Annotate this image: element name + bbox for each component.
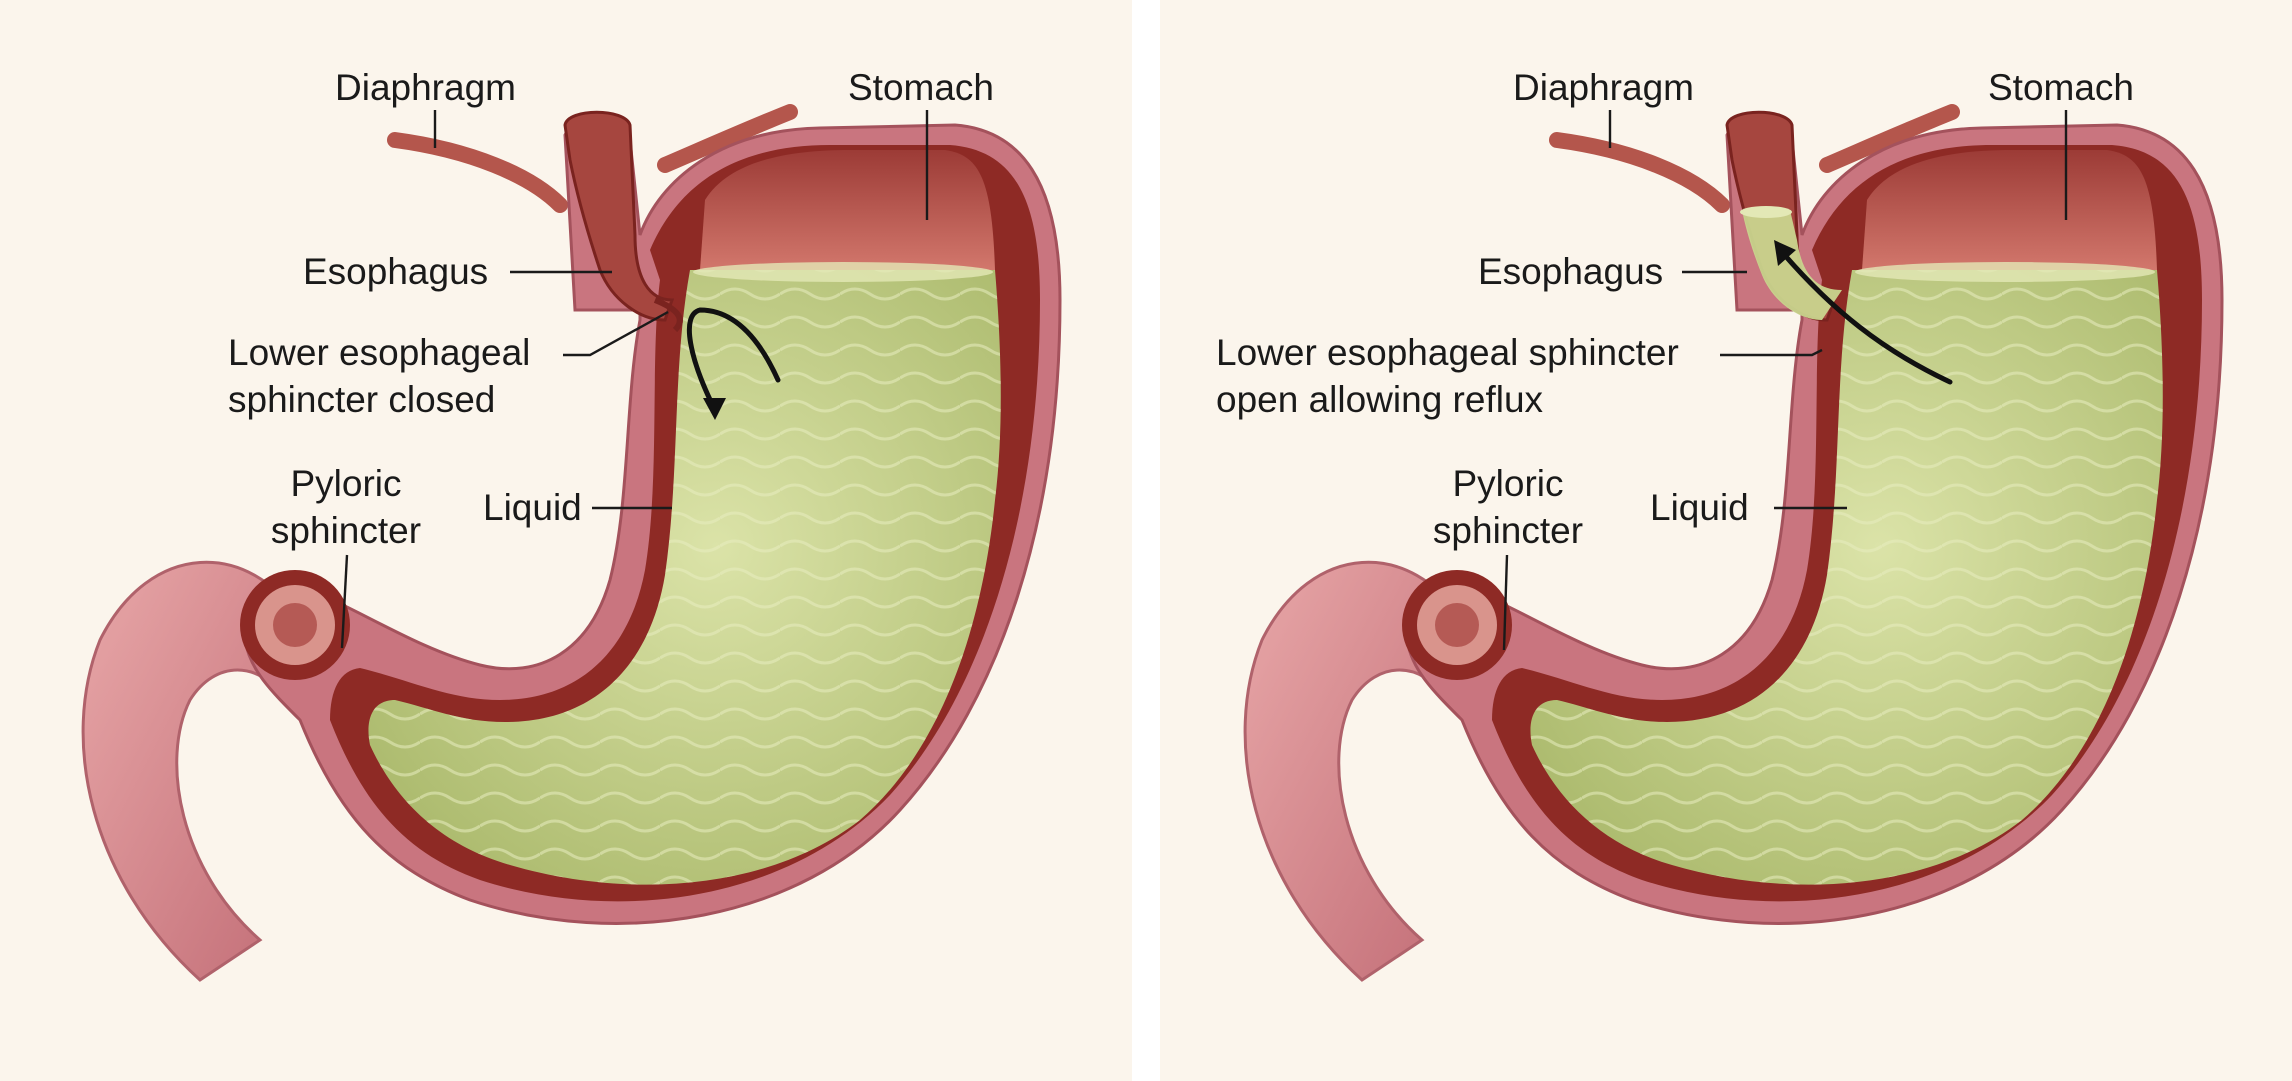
leader-pyloric xyxy=(340,554,349,649)
closed-arrow xyxy=(686,307,781,413)
label-les-open-line2: open allowing reflux xyxy=(1216,379,1544,420)
label-stomach-open: Stomach xyxy=(1988,67,2134,108)
label-esophagus-open: Esophagus xyxy=(1478,251,1663,292)
label-pyloric-open-line1: Pyloric xyxy=(1452,463,1563,504)
label-les-open-line1: Lower esophageal sphincter xyxy=(1216,332,1679,373)
leader-les-open xyxy=(1720,348,1823,357)
panel-open: Diaphragm Stomach Esophagus Lower esopha… xyxy=(1216,67,2222,980)
panel-divider xyxy=(1132,0,1160,1081)
label-stomach: Stomach xyxy=(848,67,994,108)
label-esophagus: Esophagus xyxy=(303,251,488,292)
panel-closed: Diaphragm Stomach Esophagus Lower esopha… xyxy=(83,67,1060,980)
label-liquid: Liquid xyxy=(483,487,582,528)
leader-pyloric-open xyxy=(1502,554,1509,651)
label-diaphragm-open: Diaphragm xyxy=(1513,67,1694,108)
label-pyloric-open-line2: sphincter xyxy=(1433,510,1583,551)
label-liquid-open: Liquid xyxy=(1650,487,1749,528)
reflux-arrow xyxy=(1779,249,1953,385)
label-diaphragm: Diaphragm xyxy=(335,67,516,108)
label-pyloric-line2: sphincter xyxy=(271,510,421,551)
label-pyloric-line1: Pyloric xyxy=(290,463,401,504)
label-les-line2: sphincter closed xyxy=(228,379,495,420)
label-les-line1: Lower esophageal xyxy=(228,332,530,373)
leader-les xyxy=(563,310,669,357)
